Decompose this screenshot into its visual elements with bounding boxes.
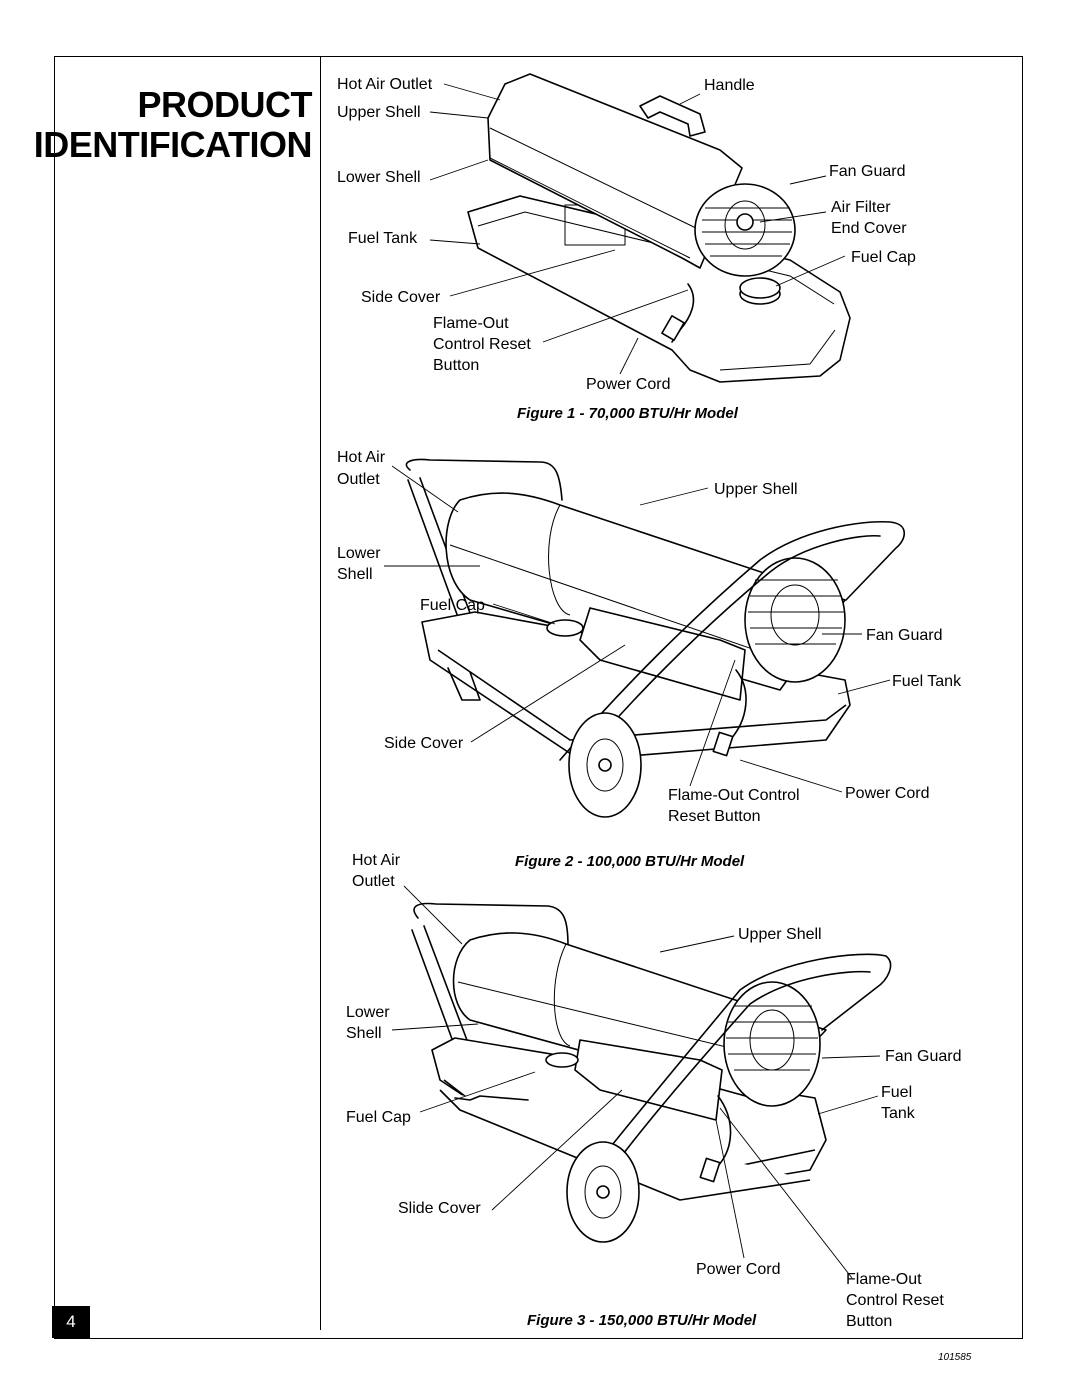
column-divider (320, 56, 321, 1330)
fig1-label-power-cord: Power Cord (586, 376, 671, 393)
fig3-label-flame-out-3: Button (846, 1313, 893, 1330)
fig2-label-lower-shell-2: Shell (337, 566, 373, 583)
fig3-label-slide-cover: Slide Cover (398, 1200, 481, 1217)
fig1-label-flame-out-1: Flame-Out (433, 315, 509, 332)
fig2-label-hot-air-1: Hot Air (337, 449, 386, 466)
title-line-2: IDENTIFICATION (33, 124, 313, 165)
fig3-label-fuel-cap: Fuel Cap (346, 1109, 411, 1126)
document-number: 101585 (938, 1352, 972, 1363)
fig3-label-hot-air-2: Outlet (352, 873, 395, 890)
fig3-label-fuel-tank-2: Tank (881, 1105, 915, 1122)
fig2-label-hot-air-2: Outlet (337, 471, 380, 488)
fig1-label-lower-shell: Lower Shell (337, 169, 421, 186)
figure-3-caption: Figure 3 - 150,000 BTU/Hr Model (527, 1312, 757, 1329)
fig2-label-upper-shell: Upper Shell (714, 481, 798, 498)
fig3-label-power-cord: Power Cord (696, 1261, 781, 1278)
fig2-label-side-cover: Side Cover (384, 735, 464, 752)
fig1-label-fan-guard: Fan Guard (829, 163, 906, 180)
fig2-label-fuel-tank: Fuel Tank (892, 673, 962, 690)
fig3-label-upper-shell: Upper Shell (738, 926, 822, 943)
fig3-label-fuel-tank-1: Fuel (881, 1084, 913, 1101)
fig2-label-flame-out-2: Reset Button (668, 808, 761, 825)
title-line-1: PRODUCT (137, 84, 313, 125)
page-number: 4 (52, 1306, 90, 1338)
fig3-label-fan-guard: Fan Guard (885, 1048, 962, 1065)
fig2-label-fan-guard: Fan Guard (866, 627, 943, 644)
fig1-label-flame-out-2: Control Reset (433, 336, 531, 353)
figure-1-caption: Figure 1 - 70,000 BTU/Hr Model (517, 405, 738, 422)
fig1-label-air-filter-2: End Cover (831, 220, 907, 237)
fig1-label-fuel-cap: Fuel Cap (851, 249, 916, 266)
page-title: PRODUCT IDENTIFICATION (33, 84, 313, 165)
fig3-label-lower-shell-1: Lower (346, 1004, 390, 1021)
fig3-label-flame-out-2: Control Reset (846, 1292, 944, 1309)
figure-2-caption: Figure 2 - 100,000 BTU/Hr Model (515, 853, 745, 870)
page-frame (54, 56, 1023, 1339)
fig2-label-fuel-cap: Fuel Cap (420, 597, 485, 614)
fig2-label-power-cord: Power Cord (845, 785, 930, 802)
fig1-label-upper-shell: Upper Shell (337, 104, 421, 121)
fig1-label-side-cover: Side Cover (361, 289, 441, 306)
fig3-label-lower-shell-2: Shell (346, 1025, 382, 1042)
fig1-label-handle: Handle (704, 77, 755, 94)
fig1-label-hot-air-outlet: Hot Air Outlet (337, 76, 433, 93)
fig1-label-air-filter-1: Air Filter (831, 199, 891, 216)
fig2-label-flame-out-1: Flame-Out Control (668, 787, 800, 804)
fig2-label-lower-shell-1: Lower (337, 545, 381, 562)
fig1-label-flame-out-3: Button (433, 357, 480, 374)
fig1-label-fuel-tank: Fuel Tank (348, 230, 418, 247)
fig3-label-hot-air-1: Hot Air (352, 852, 401, 869)
fig3-label-flame-out-1: Flame-Out (846, 1271, 922, 1288)
